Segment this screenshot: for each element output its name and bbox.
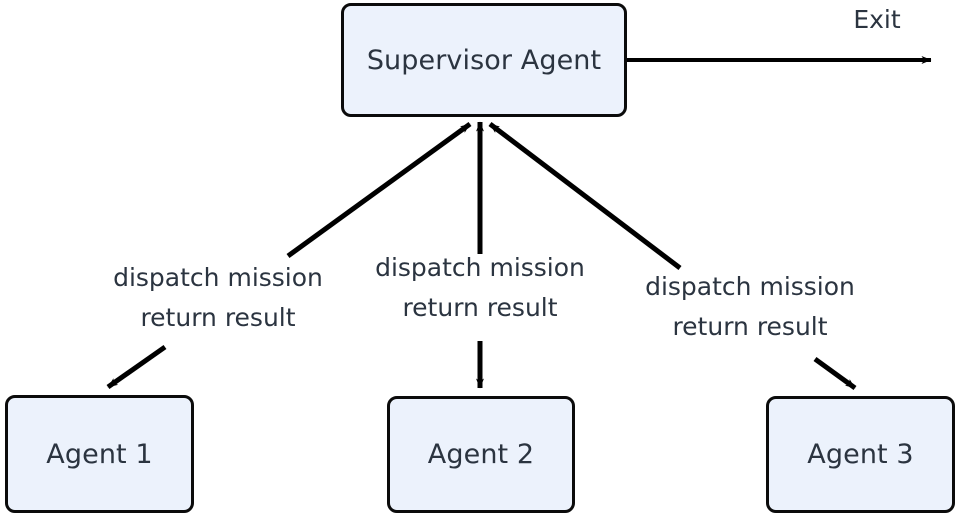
edge-label-agent-2-line-2: return result xyxy=(402,293,558,322)
node-agent-2-label: Agent 2 xyxy=(427,439,535,470)
node-agent-3-label: Agent 3 xyxy=(807,439,914,470)
node-agent-2[interactable]: Agent 2 xyxy=(387,396,575,513)
edge-dispatch-to-agent1 xyxy=(106,344,167,390)
edge-label-agent-3-line-1: dispatch mission xyxy=(645,272,855,301)
node-agent-1[interactable]: Agent 1 xyxy=(5,395,194,513)
edge-label-agent-1-line-1: dispatch mission xyxy=(113,263,323,292)
edge-label-agent-2: dispatch mission return result xyxy=(350,248,610,328)
node-supervisor-agent[interactable]: Supervisor Agent xyxy=(341,3,627,117)
edge-agent1-to-supervisor xyxy=(286,121,472,259)
edge-dispatch-to-agent3 xyxy=(813,356,857,391)
node-supervisor-agent-label: Supervisor Agent xyxy=(366,44,602,76)
edge-label-agent-1-line-2: return result xyxy=(140,303,296,332)
edge-label-agent-2-line-1: dispatch mission xyxy=(375,253,585,282)
edge-label-exit: Exit xyxy=(853,5,901,34)
node-agent-1-label: Agent 1 xyxy=(46,438,153,470)
edge-label-agent-3-line-2: return result xyxy=(672,312,828,341)
node-agent-3[interactable]: Agent 3 xyxy=(766,396,955,513)
edge-label-agent-1: dispatch mission return result xyxy=(88,258,348,338)
edge-agent3-to-supervisor xyxy=(488,122,682,270)
edge-label-agent-3: dispatch mission return result xyxy=(620,267,880,347)
